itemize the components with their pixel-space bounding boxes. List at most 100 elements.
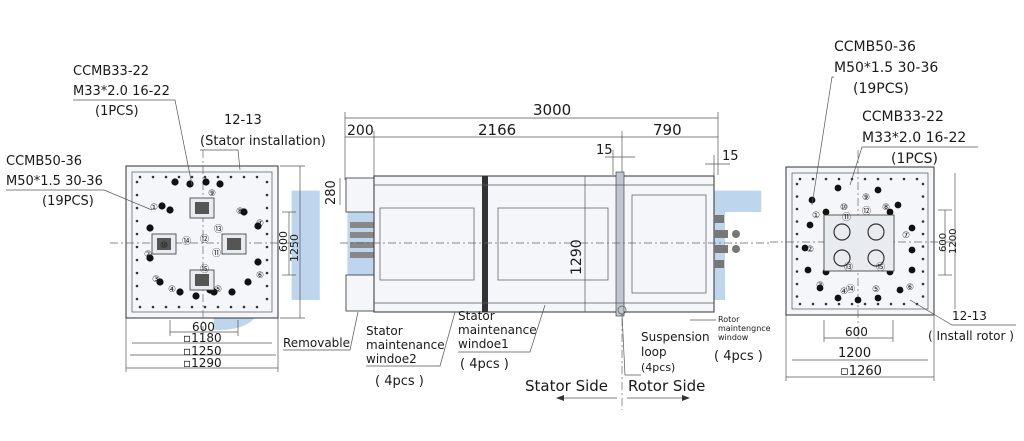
left-dim-1290: ▫1290 bbox=[183, 356, 222, 370]
left-dim-1250-h: ▫1250 bbox=[183, 344, 222, 358]
mount-hole bbox=[265, 271, 269, 275]
stator-window-1 bbox=[497, 207, 609, 281]
mount-hole bbox=[921, 207, 925, 211]
mount-hole bbox=[921, 232, 925, 236]
mount-hole bbox=[265, 232, 269, 236]
mount-hole bbox=[265, 206, 269, 210]
suspension-line2: loop bbox=[641, 345, 667, 359]
left-dim-600-v: 600 bbox=[277, 231, 290, 252]
stud-bolt bbox=[216, 180, 224, 188]
stud-bolt bbox=[908, 266, 916, 274]
mount-hole bbox=[135, 180, 139, 184]
mount-hole bbox=[135, 219, 139, 223]
position-number: ⑦ bbox=[902, 231, 910, 241]
mount-hole bbox=[795, 182, 799, 186]
position-number: ⑪ bbox=[842, 212, 851, 223]
mount-hole bbox=[798, 177, 802, 181]
right-ccmb50-line3: (19PCS) bbox=[853, 81, 909, 97]
stud-bolt bbox=[834, 184, 842, 192]
mount-hole bbox=[242, 175, 246, 179]
stud-bolt bbox=[908, 224, 916, 232]
mount-hole bbox=[795, 245, 799, 248]
mount-hole bbox=[203, 305, 207, 309]
mount-hole bbox=[902, 177, 906, 181]
rotor-win-qty: ( 4pcs ) bbox=[714, 349, 763, 364]
mount-hole bbox=[190, 175, 194, 179]
terminal-core bbox=[195, 202, 209, 214]
side-dim-2166: 2166 bbox=[478, 121, 516, 139]
side-dim-15-b: 15 bbox=[722, 149, 739, 164]
stud-bolt bbox=[822, 208, 830, 216]
position-number: ⑩ bbox=[160, 241, 168, 251]
mount-hole bbox=[138, 305, 142, 309]
side-dim-280: 280 bbox=[324, 180, 339, 205]
stud-bolt bbox=[254, 258, 262, 266]
stud-bolt bbox=[186, 180, 194, 188]
position-number: ⑨ bbox=[208, 189, 216, 199]
stud-bolt bbox=[834, 294, 842, 302]
mount-hole bbox=[138, 175, 142, 179]
right-ccmb33-line2: M33*2.0 16-22 bbox=[862, 130, 966, 146]
rotor-connectors bbox=[714, 215, 740, 268]
side-dim-3000: 3000 bbox=[533, 101, 571, 119]
left-ccmb50-line2: M50*1.5 30-36 bbox=[6, 174, 103, 189]
position-number: ⑦ bbox=[256, 219, 264, 229]
terminal-core bbox=[195, 274, 209, 286]
stud-bolt bbox=[894, 201, 902, 209]
right-install-line2: ( Install rotor ) bbox=[928, 329, 1014, 343]
rotor-terminal-plate bbox=[823, 214, 895, 272]
right-ccmb50-leader bbox=[811, 76, 834, 206]
mount-hole bbox=[811, 177, 815, 181]
removable-cover-bottom bbox=[345, 274, 375, 312]
right-install-line1: 12-13 bbox=[952, 309, 987, 323]
stud-bolt bbox=[886, 208, 894, 216]
stud-bolt bbox=[156, 278, 164, 286]
mount-hole bbox=[135, 232, 139, 236]
position-number: ④ bbox=[840, 287, 848, 297]
left-ccmb50-line1: CCMB50-36 bbox=[6, 154, 82, 169]
right-ccmb33-line3: (1PCS) bbox=[891, 151, 938, 167]
position-number: ③ bbox=[816, 281, 824, 291]
mount-hole bbox=[135, 245, 139, 249]
mount-hole bbox=[798, 302, 802, 306]
rotor-terminal bbox=[833, 249, 851, 267]
rotor-window bbox=[631, 194, 707, 294]
mount-hole bbox=[203, 175, 207, 179]
mount-hole bbox=[921, 182, 925, 186]
mount-hole bbox=[876, 302, 880, 306]
stator-window-2 bbox=[379, 207, 475, 281]
terminal-core bbox=[157, 238, 171, 250]
left-connector-blocks bbox=[151, 197, 247, 291]
mount-hole bbox=[921, 295, 925, 298]
side-dim-790: 790 bbox=[653, 121, 682, 139]
right-ccmb33-leader bbox=[849, 146, 978, 186]
mount-hole bbox=[216, 175, 220, 179]
stud-bolt bbox=[801, 244, 809, 252]
stud-bolt bbox=[240, 208, 248, 216]
side-view: 3000 200 2166 790 15 15 280 bbox=[283, 101, 771, 410]
stud-bolt bbox=[804, 266, 812, 274]
right-dim-1200-h: 1200 bbox=[838, 346, 871, 361]
left-ccmb33-line3: (1PCS) bbox=[95, 104, 139, 119]
mount-hole bbox=[915, 177, 919, 181]
mount-hole bbox=[190, 305, 194, 309]
stator-win2-line3: windoe2 bbox=[366, 352, 417, 366]
stator-win1-line1: Stator bbox=[458, 309, 495, 323]
left-install-line2: (Stator installation) bbox=[200, 134, 326, 149]
mount-hole bbox=[795, 295, 799, 298]
stator-win1-line2: maintenance bbox=[458, 323, 537, 337]
mount-hole bbox=[177, 175, 181, 179]
stud-bolt bbox=[146, 224, 154, 232]
right-inner-frame bbox=[791, 172, 929, 310]
right-dim-1260: ▫1260 bbox=[840, 364, 882, 379]
stud-bolt bbox=[202, 178, 210, 186]
mount-hole bbox=[255, 175, 259, 179]
mount-hole bbox=[902, 302, 906, 306]
right-dim-600-h: 600 bbox=[845, 325, 868, 339]
left-ccmb33-leader bbox=[73, 99, 193, 186]
removable-cover-top bbox=[345, 177, 375, 213]
